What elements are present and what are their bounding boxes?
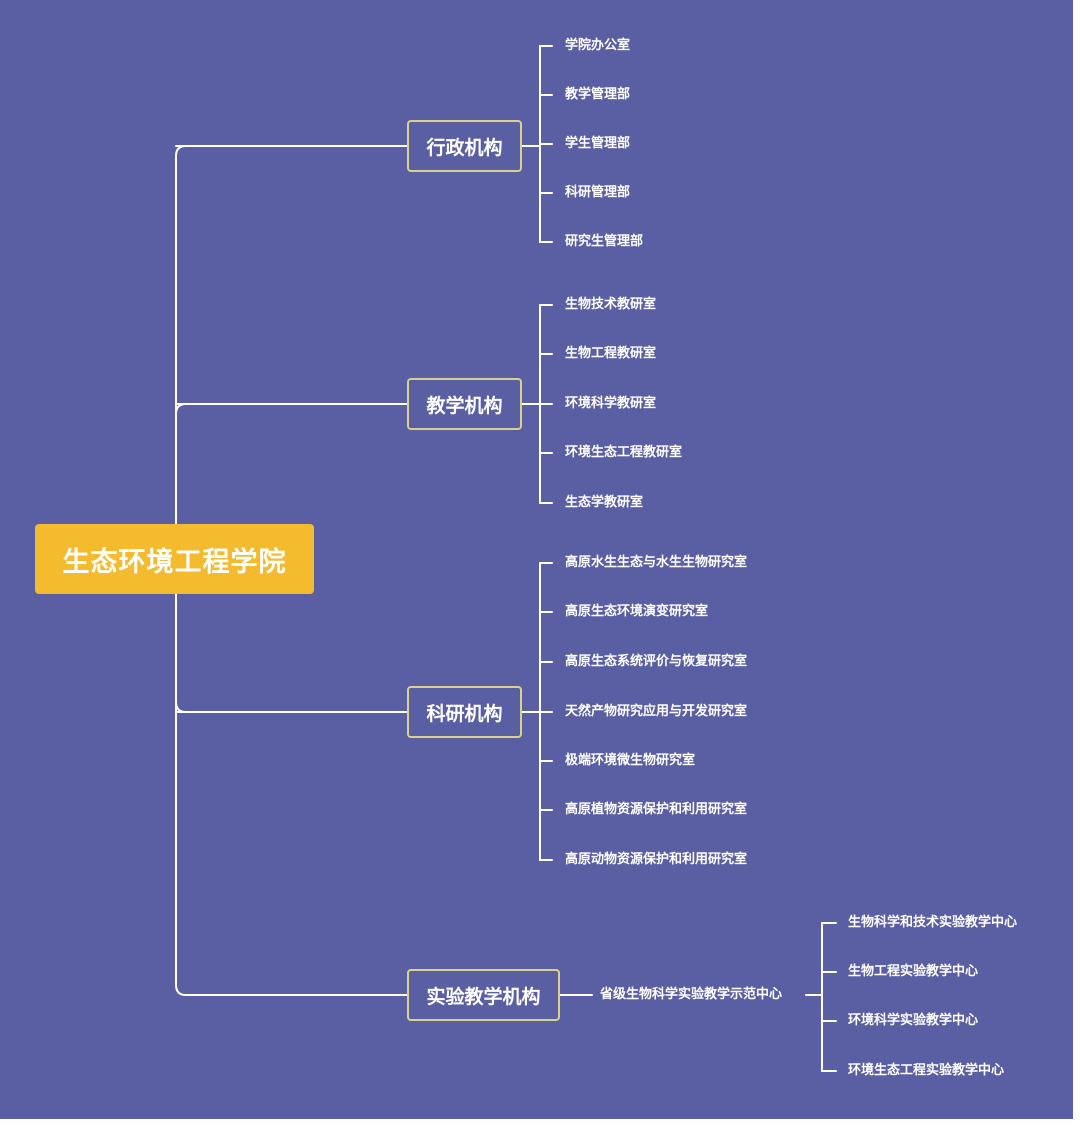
leaf-node[interactable]: 教学管理部	[565, 87, 631, 102]
leaf-node[interactable]: 高原生态系统评价与恢复研究室	[565, 654, 748, 669]
leaf-node[interactable]: 生态学教研室	[565, 495, 644, 510]
leaf-node[interactable]: 环境科学教研室	[565, 396, 657, 411]
branch-node-teaching[interactable]: 教学机构	[407, 378, 522, 430]
leaf-node[interactable]: 学院办公室	[565, 38, 631, 53]
root-node[interactable]: 生态环境工程学院	[35, 524, 314, 594]
leaf-node[interactable]: 环境生态工程教研室	[565, 445, 683, 460]
leaf-node[interactable]: 学生管理部	[565, 136, 631, 151]
leaf-node[interactable]: 科研管理部	[565, 185, 631, 200]
leaf-node[interactable]: 生物工程教研室	[565, 346, 657, 361]
leaf-node[interactable]: 极端环境微生物研究室	[565, 753, 696, 768]
branch-node-lab-teaching[interactable]: 实验教学机构	[407, 969, 560, 1021]
branch-node-research[interactable]: 科研机构	[407, 686, 522, 738]
connector-curve-2	[175, 403, 187, 415]
leaf-node[interactable]: 高原动物资源保护和利用研究室	[565, 852, 748, 867]
leaf-node[interactable]: 环境科学实验教学中心	[848, 1013, 979, 1028]
connector-curve-3	[175, 701, 187, 713]
leaf-node[interactable]: 生物技术教研室	[565, 297, 657, 312]
leaf-node[interactable]: 高原水生生态与水生生物研究室	[565, 555, 748, 570]
leaf-node[interactable]: 研究生管理部	[565, 234, 644, 249]
leaf-node[interactable]: 高原植物资源保护和利用研究室	[565, 802, 748, 817]
leaf-node[interactable]: 高原生态环境演变研究室	[565, 604, 709, 619]
leaf-node[interactable]: 生物工程实验教学中心	[848, 964, 979, 979]
leaf-node[interactable]: 环境生态工程实验教学中心	[848, 1063, 1005, 1078]
leaf-node[interactable]: 天然产物研究应用与开发研究室	[565, 704, 748, 719]
leaf-node[interactable]: 生物科学和技术实验教学中心	[848, 915, 1018, 930]
sub-node-demo-center[interactable]: 省级生物科学实验教学示范中心	[600, 987, 783, 1002]
branch-node-administration[interactable]: 行政机构	[407, 120, 522, 172]
